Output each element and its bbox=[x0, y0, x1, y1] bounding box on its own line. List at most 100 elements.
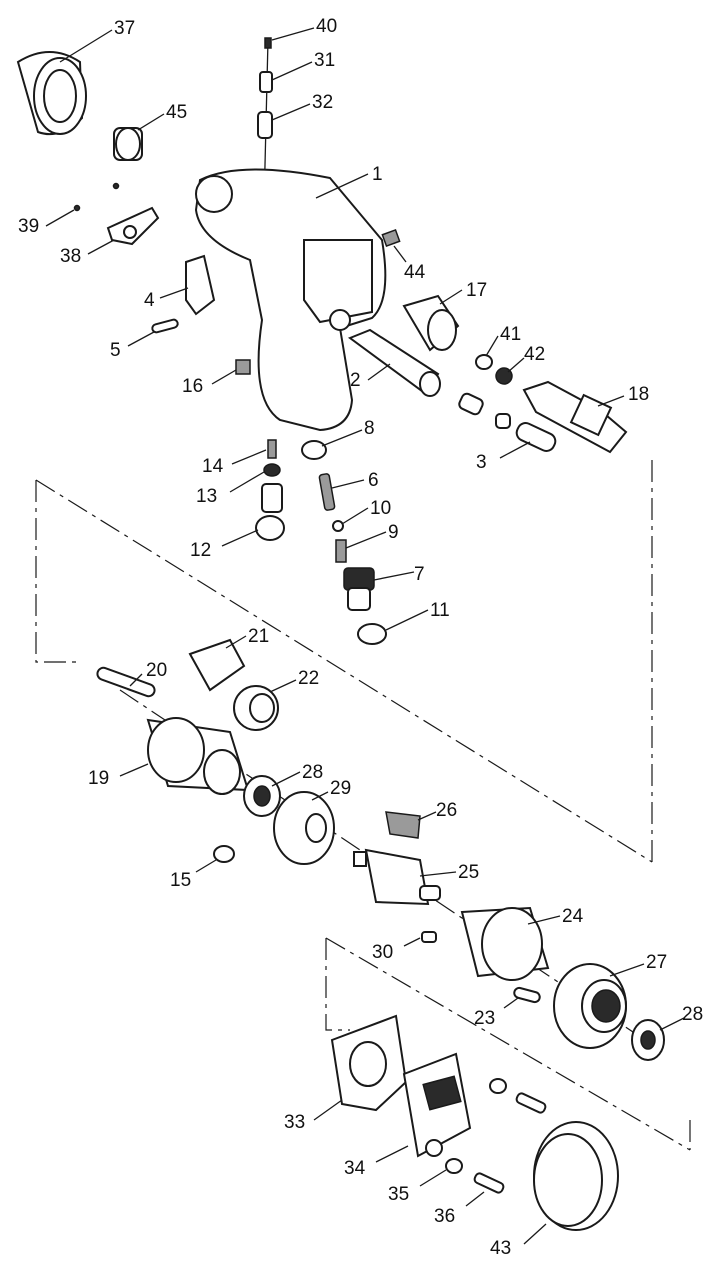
callout-label: 28 bbox=[302, 762, 323, 783]
callout-6: 6 bbox=[331, 470, 379, 491]
callout-42: 42 bbox=[507, 344, 545, 373]
callout-label: 3 bbox=[476, 452, 487, 473]
set-screw-part bbox=[381, 229, 401, 247]
callout-11: 11 bbox=[385, 600, 450, 631]
ball-part bbox=[332, 520, 344, 532]
hammer-part bbox=[188, 638, 246, 692]
dowel-pin-part bbox=[421, 931, 437, 943]
callouts: 37 40 31 32 45 1 39 38 44 4 17 5 41 42 2… bbox=[18, 16, 703, 1259]
callout-label: 31 bbox=[314, 50, 335, 71]
inlet-cap-part bbox=[357, 623, 387, 645]
rear-plate-part bbox=[553, 963, 627, 1049]
valve-stem-part bbox=[458, 392, 557, 452]
callout-36: 36 bbox=[434, 1191, 485, 1227]
callout-32: 32 bbox=[271, 92, 333, 121]
rotor-blade-part bbox=[385, 811, 421, 839]
callout-label: 2 bbox=[350, 370, 361, 391]
callout-label: 29 bbox=[330, 778, 351, 799]
callout-22: 22 bbox=[269, 668, 319, 693]
hammer-cage-part bbox=[146, 717, 250, 795]
callout-3: 3 bbox=[476, 441, 531, 473]
callout-9: 9 bbox=[345, 522, 399, 549]
callout-label: 10 bbox=[370, 498, 391, 519]
callout-28-lower: 28 bbox=[659, 1004, 703, 1031]
callout-label: 1 bbox=[372, 164, 383, 185]
cylinder-pin-part bbox=[513, 986, 541, 1004]
callout-label: 12 bbox=[190, 540, 211, 561]
back-cover-part bbox=[402, 1052, 472, 1158]
end-plate-part bbox=[273, 791, 335, 865]
callout-45: 45 bbox=[137, 102, 187, 131]
callout-41: 41 bbox=[485, 324, 521, 357]
cam-part bbox=[233, 685, 279, 731]
screw-part bbox=[473, 1172, 505, 1194]
callout-label: 18 bbox=[628, 384, 649, 405]
callout-2: 2 bbox=[350, 363, 391, 391]
callout-28-upper: 28 bbox=[271, 762, 323, 787]
callout-13: 13 bbox=[196, 471, 265, 507]
callout-27: 27 bbox=[609, 952, 667, 977]
callout-label: 7 bbox=[414, 564, 425, 585]
hammer-pin-part bbox=[96, 666, 156, 698]
screw-part bbox=[515, 1092, 547, 1114]
valve-seat-part bbox=[263, 463, 281, 477]
pin-part bbox=[264, 37, 272, 49]
callout-label: 38 bbox=[60, 246, 81, 267]
spring-part bbox=[335, 539, 347, 563]
callout-4: 4 bbox=[144, 287, 189, 311]
callout-label: 19 bbox=[88, 768, 109, 789]
callout-label: 45 bbox=[166, 102, 187, 123]
callout-39: 39 bbox=[18, 209, 75, 237]
callout-43: 43 bbox=[490, 1223, 547, 1259]
callout-label: 34 bbox=[344, 1158, 366, 1179]
callout-34: 34 bbox=[344, 1145, 409, 1179]
callout-29: 29 bbox=[311, 778, 351, 801]
callout-30: 30 bbox=[372, 937, 421, 963]
callout-38: 38 bbox=[60, 239, 115, 267]
callout-label: 41 bbox=[500, 324, 521, 345]
callout-24: 24 bbox=[527, 906, 584, 927]
callout-label: 14 bbox=[202, 456, 224, 477]
cylinder-part bbox=[460, 906, 550, 981]
callout-44: 44 bbox=[393, 245, 426, 283]
callout-12: 12 bbox=[190, 529, 259, 561]
callout-37: 37 bbox=[59, 18, 135, 63]
air-inlet-part bbox=[343, 567, 375, 611]
callout-23: 23 bbox=[474, 997, 519, 1029]
boot-cover-part bbox=[16, 51, 87, 136]
callout-label: 9 bbox=[388, 522, 399, 543]
plug-part bbox=[235, 359, 251, 375]
callout-label: 26 bbox=[436, 800, 457, 821]
callout-label: 40 bbox=[316, 16, 337, 37]
callout-label: 25 bbox=[458, 862, 479, 883]
bearing-part bbox=[243, 775, 281, 817]
bearing-part bbox=[631, 1019, 665, 1061]
callout-label: 17 bbox=[466, 280, 487, 301]
housing-part bbox=[194, 168, 387, 432]
parts bbox=[16, 37, 665, 1231]
front-bushing-part bbox=[402, 294, 460, 352]
callout-17: 17 bbox=[439, 280, 487, 305]
pin-part bbox=[257, 111, 273, 139]
regulator-part bbox=[318, 473, 336, 511]
trigger-pin-part bbox=[151, 318, 179, 334]
callout-18: 18 bbox=[597, 384, 649, 407]
bushing-part bbox=[113, 127, 143, 161]
inlet-washer-part bbox=[301, 440, 327, 460]
callout-label: 15 bbox=[170, 870, 191, 891]
pin-part bbox=[259, 71, 273, 93]
callout-label: 33 bbox=[284, 1112, 305, 1133]
callout-7: 7 bbox=[373, 564, 425, 585]
callout-label: 35 bbox=[388, 1184, 409, 1205]
callout-label: 16 bbox=[182, 376, 203, 397]
clip-part bbox=[475, 354, 493, 370]
callout-19: 19 bbox=[88, 763, 149, 789]
callout-label: 30 bbox=[372, 942, 393, 963]
callout-label: 6 bbox=[368, 470, 379, 491]
callout-label: 27 bbox=[646, 952, 667, 973]
callout-label: 32 bbox=[312, 92, 333, 113]
rotor-part bbox=[353, 848, 441, 906]
washer-part bbox=[445, 1158, 463, 1174]
callout-label: 37 bbox=[114, 18, 135, 39]
